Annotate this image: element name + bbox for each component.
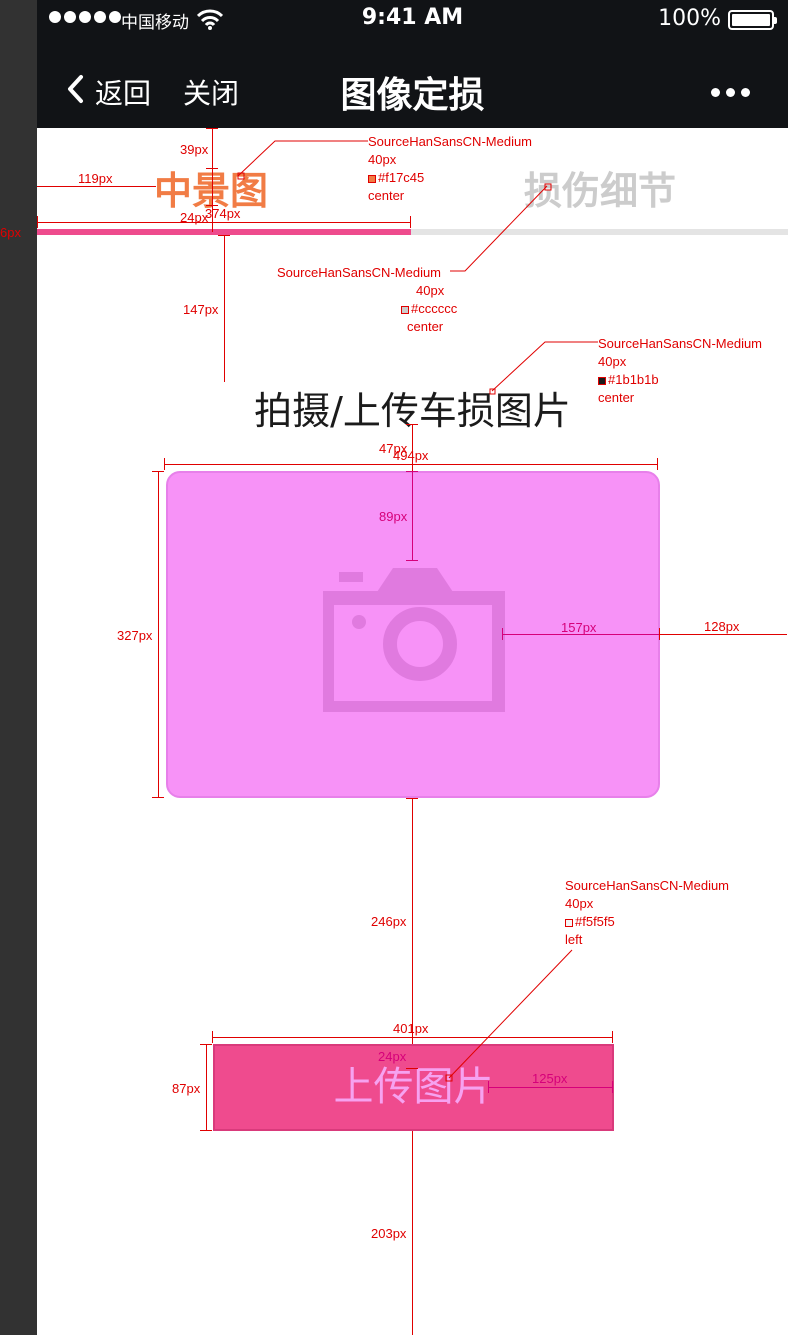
dim-cap	[152, 471, 164, 472]
back-button[interactable]: 返回	[95, 77, 152, 110]
dim-label: 374px	[205, 206, 241, 221]
dim-label: 157px	[561, 620, 597, 635]
carrier-name: 中国移动	[121, 13, 189, 33]
dim-label: 47px	[379, 441, 408, 456]
dim-label: 89px	[379, 509, 408, 524]
signal-icon	[49, 11, 121, 23]
dim-cap	[406, 798, 418, 799]
dim-cap	[200, 1044, 212, 1045]
dim-label: 119px	[78, 171, 113, 186]
dim-cap	[200, 1130, 212, 1131]
dim-line	[206, 1044, 207, 1131]
dim-line	[224, 235, 225, 382]
dim-cap	[406, 424, 418, 425]
status-bar: 中国移动 9:41 AM 100%	[37, 0, 788, 40]
more-icon[interactable]	[711, 88, 750, 97]
page-title: 图像定损	[340, 75, 485, 116]
dim-cap	[612, 1081, 613, 1093]
tab-damage-detail[interactable]: 损伤细节	[524, 169, 677, 213]
wifi-icon	[197, 9, 223, 30]
dim-line	[412, 1131, 413, 1335]
dim-cap	[152, 797, 164, 798]
dim-line	[488, 1087, 613, 1088]
dim-label: 401px	[393, 1021, 429, 1036]
battery-icon	[728, 10, 777, 30]
dim-cap	[410, 216, 411, 228]
annotation-tab-active: SourceHanSansCN-Medium 40px #f17c45 cent…	[368, 134, 533, 203]
close-button[interactable]: 关闭	[183, 77, 240, 110]
dim-line	[659, 634, 787, 635]
dim-line	[37, 186, 156, 187]
annotation-tab-inactive-align: center	[407, 319, 444, 334]
camera-icon	[323, 568, 505, 712]
dim-label: 24px	[378, 1049, 407, 1064]
nav-bar: 返回 关闭 图像定损	[37, 40, 788, 128]
status-time: 9:41 AM	[361, 5, 464, 30]
dim-cap	[206, 168, 218, 169]
dim-line	[412, 798, 413, 1044]
dim-line	[164, 464, 658, 465]
dim-line	[158, 471, 159, 798]
tab-track	[37, 229, 788, 235]
dim-label: 24px	[180, 210, 209, 225]
annotation-tab-inactive-size: 40px	[416, 283, 445, 298]
dim-cap	[218, 235, 230, 236]
chevron-left-icon[interactable]	[65, 74, 85, 104]
dim-cap	[406, 1068, 418, 1069]
dim-cap	[657, 458, 658, 470]
dim-line	[212, 128, 213, 232]
annotation-button: SourceHanSansCN-Medium 40px #f5f5f5 left	[565, 878, 730, 947]
dim-label: 125px	[532, 1071, 568, 1086]
dim-cap	[37, 216, 38, 228]
dim-label: 128px	[704, 619, 740, 634]
dim-line	[212, 1037, 613, 1038]
dim-label: 327px	[117, 628, 153, 643]
dim-cap	[212, 1031, 213, 1043]
dim-cap	[488, 1081, 489, 1093]
dim-label: 203px	[371, 1226, 407, 1241]
dim-line	[412, 471, 413, 560]
annotation-tab-inactive-color: #cccccc	[401, 300, 457, 318]
dim-label: 147px	[183, 302, 219, 317]
dim-cap	[406, 471, 418, 472]
dim-cap	[659, 628, 660, 640]
dim-label: 87px	[172, 1081, 201, 1096]
dim-cap	[406, 560, 418, 561]
dim-label: 6px	[0, 225, 21, 240]
tab-indicator	[37, 229, 411, 235]
annotation-tab-inactive-font: SourceHanSansCN-Medium	[277, 265, 442, 280]
dim-label: 494px	[393, 448, 429, 463]
dim-cap	[206, 128, 218, 129]
dim-line	[37, 222, 411, 223]
dim-line	[502, 634, 659, 635]
dim-label: 39px	[180, 142, 209, 157]
annotation-heading: SourceHanSansCN-Medium 40px #1b1b1b cent…	[598, 336, 763, 405]
dim-line	[412, 424, 413, 471]
dim-label: 246px	[371, 914, 407, 929]
battery-percent: 100%	[658, 6, 721, 31]
dim-cap	[164, 458, 165, 470]
dim-cap	[502, 628, 503, 640]
dim-cap	[206, 205, 218, 206]
dim-cap	[612, 1031, 613, 1043]
left-gutter	[0, 0, 37, 1335]
